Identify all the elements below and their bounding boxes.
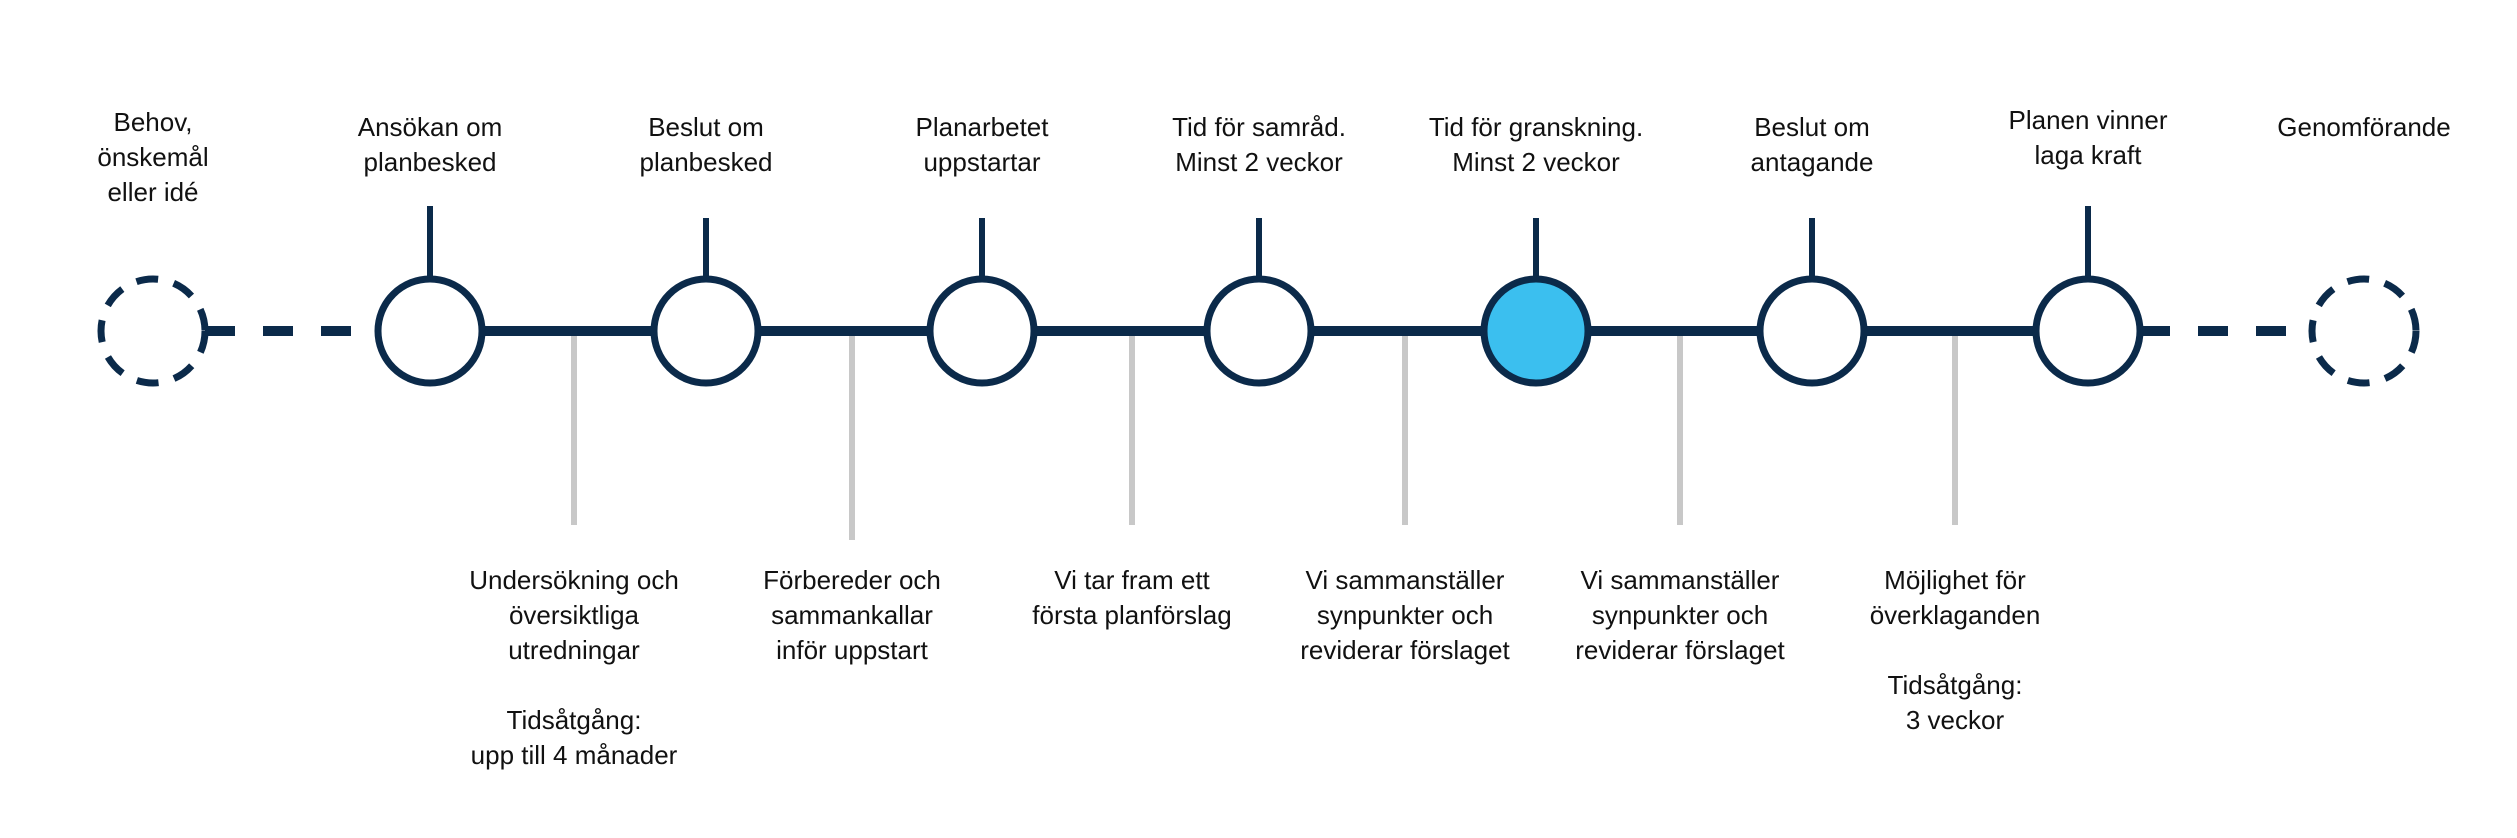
milestone-node-need [97, 275, 209, 387]
milestone-label-consultation: Tid för samråd. Minst 2 veckor [1172, 112, 1346, 177]
activity-label-first-proposal: Vi tar fram ett första planförslag [1032, 565, 1232, 630]
connectors-layer [571, 331, 1958, 540]
milestone-node-adoption [1756, 275, 1868, 387]
milestone-node-decision-planbesked [650, 275, 762, 387]
milestone-node-legal-force [2032, 275, 2144, 387]
milestone-label-review: Tid för granskning. Minst 2 veckor [1428, 112, 1644, 177]
activity-label-preparation: Förbereder och sammankallar inför uppsta… [763, 565, 941, 665]
milestone-label-decision-planbesked: Beslut om planbesked [639, 112, 773, 177]
activity-label-compile-1: Vi sammanställer synpunkter och revidera… [1300, 565, 1510, 665]
milestone-node-application [374, 275, 486, 387]
activity-label-investigation: Undersökning och översiktliga utredninga… [469, 565, 679, 770]
milestone-label-application: Ansökan om planbesked [357, 112, 503, 177]
milestone-label-legal-force: Planen vinner laga kraft [2008, 105, 2168, 170]
milestone-label-plan-start: Planarbetet uppstartar [915, 112, 1049, 177]
timeline-line-layer [205, 206, 2312, 336]
milestone-node-implementation [2308, 275, 2420, 387]
milestone-node-consultation [1203, 275, 1315, 387]
milestone-label-need: Behov, önskemål eller idé [97, 107, 209, 207]
activity-label-compile-2: Vi sammanställer synpunkter och revidera… [1575, 565, 1785, 665]
activity-label-appeal: Möjlighet för överklaganden Tidsåtgång: … [1869, 565, 2041, 735]
milestone-node-review [1480, 275, 1592, 387]
milestone-nodes-layer [97, 275, 2420, 387]
milestone-label-adoption: Beslut om antagande [1750, 112, 1874, 177]
milestone-label-implementation: Genomförande [2277, 112, 2451, 142]
milestone-node-plan-start [926, 275, 1038, 387]
